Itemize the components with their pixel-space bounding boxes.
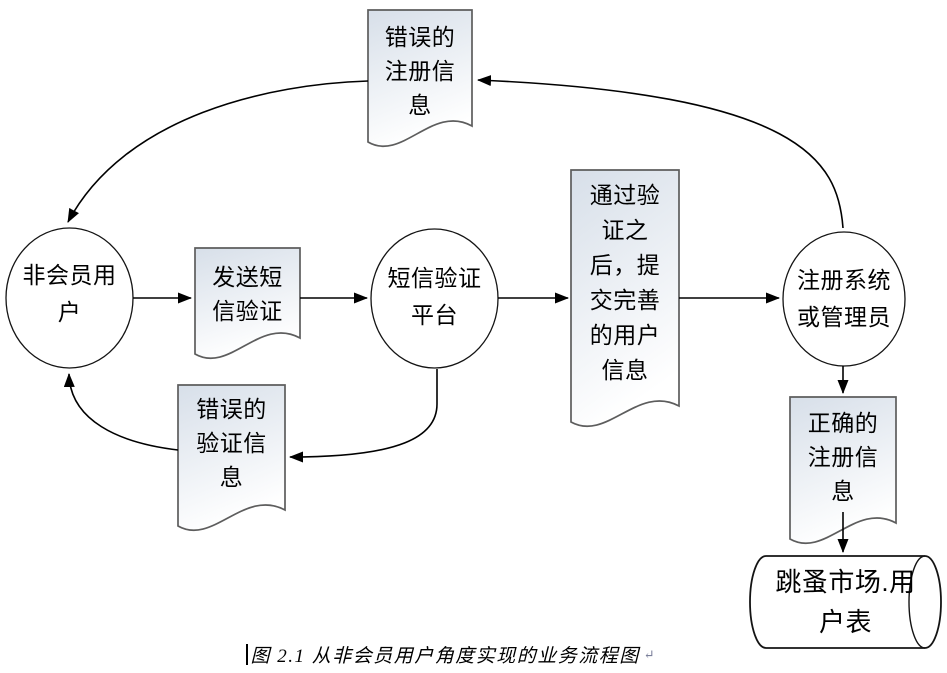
edge-admin-to-wrong-reg xyxy=(477,75,844,229)
label-sms-verification-platform: 短信验证 平台 xyxy=(387,265,482,328)
label-user-table: 跳蚤市场.用 户表 xyxy=(775,567,916,637)
label-wrong-verification-info: 错误的 验证信 息 xyxy=(196,396,267,490)
paragraph-return-mark: ↵ xyxy=(643,646,655,662)
document-wrong-registration-info xyxy=(367,9,473,148)
edge-wrong-reg-to-user xyxy=(67,80,369,223)
figure-caption-text: 图 2.1 从非会员用户角度实现的业务流程图 xyxy=(250,646,640,667)
label-registration-system-admin: 注册系统 或管理员 xyxy=(797,267,891,330)
document-submit-complete-user-info xyxy=(570,169,680,428)
label-wrong-registration-info: 错误的 注册信 息 xyxy=(384,24,456,118)
figure-caption: 图 2.1 从非会员用户角度实现的业务流程图 ↵ xyxy=(246,641,655,668)
edge-wrong-verify-to-user xyxy=(63,373,179,451)
ellipse-registration-system-admin xyxy=(782,231,906,367)
document-send-sms-verification xyxy=(194,247,301,360)
cylinder-end-face xyxy=(908,555,926,649)
label-send-sms-verification: 发送短 信验证 xyxy=(212,264,283,324)
label-correct-registration-info: 正确的 注册信 息 xyxy=(807,410,879,504)
edge-platform-to-wrong-verify xyxy=(289,369,438,463)
label-submit-complete-user-info: 通过验 证之 后，提 交完善 的用户 信息 xyxy=(589,182,661,383)
label-nonmember-user: 非会员用 户 xyxy=(22,262,117,325)
text-caret xyxy=(246,644,248,665)
document-correct-registration-info xyxy=(789,396,897,545)
document-wrong-verification-info xyxy=(177,384,286,532)
